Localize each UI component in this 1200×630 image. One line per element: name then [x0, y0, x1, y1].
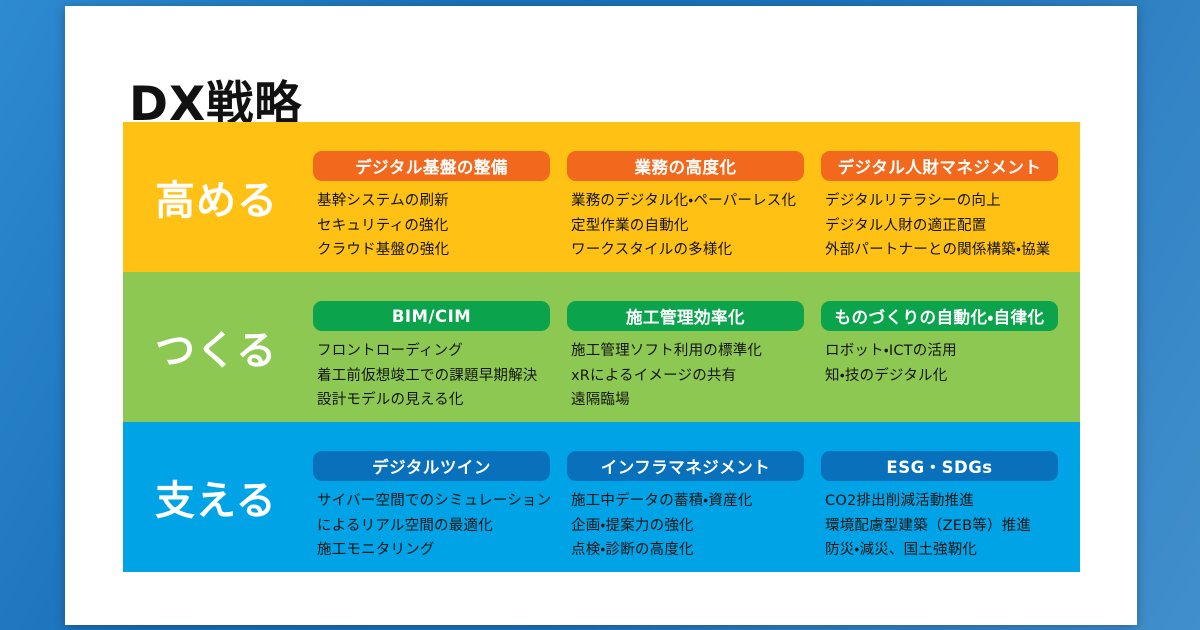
row-groups: デジタルツイン サイバー空間でのシミュレーションによるリアル空間の最適化施工モニ… [313, 422, 1080, 572]
group-badge: 業務の高度化 [567, 151, 804, 181]
strategy-group: ものづくりの自動化・自律化 ロボット・ICTの活用知・技のデジタル化 [821, 301, 1058, 422]
strategy-row: 支える デジタルツイン サイバー空間でのシミュレーションによるリアル空間の最適化… [123, 422, 1080, 572]
group-items: 業務のデジタル化・ペーパーレス化定型作業の自動化ワークスタイルの多様化 [567, 189, 804, 263]
strategy-group: デジタル基盤の整備 基幹システムの刷新セキュリティの強化クラウド基盤の強化 [313, 151, 550, 272]
group-badge: インフラマネジメント [567, 451, 804, 481]
group-badge: デジタル人財マネジメント [821, 151, 1058, 181]
group-items: CO2排出削減活動推進環境配慮型建築（ZEB等）推進防災・減災、国土強靭化 [821, 489, 1058, 563]
strategy-group: ESG・SDGs CO2排出削減活動推進環境配慮型建築（ZEB等）推進防災・減災… [821, 451, 1058, 572]
group-item: 設計モデルの見える化 [317, 392, 464, 409]
group-item: 外部パートナーとの関係構築・協業 [825, 242, 1051, 259]
group-item: フロントローディング [317, 343, 463, 359]
group-item: 遠隔臨場 [571, 392, 630, 409]
page-title: DX戦略 [129, 77, 303, 133]
group-items: ロボット・ICTの活用知・技のデジタル化 [821, 339, 1058, 388]
group-badge: ESG・SDGs [821, 451, 1058, 481]
group-item: 基幹システムの刷新 [317, 193, 449, 209]
row-label: 高める [155, 178, 278, 224]
group-badge: デジタル基盤の整備 [313, 151, 550, 181]
strategy-row: つくる BIM/CIM フロントローディング着工前仮想竣工での課題早期解決設計モ… [123, 272, 1080, 422]
row-label: つくる [155, 328, 278, 374]
group-item: クラウド基盤の強化 [317, 242, 450, 259]
row-label: 支える [155, 478, 277, 524]
group-item: ロボット・ICTの活用 [825, 343, 957, 359]
group-badge: デジタルツイン [313, 451, 550, 481]
group-badge: BIM/CIM [313, 301, 550, 331]
group-item: セキュリティの強化 [317, 217, 449, 234]
group-item: 着工前仮想竣工での課題早期解決 [317, 367, 538, 384]
strategy-group: 業務の高度化 業務のデジタル化・ペーパーレス化定型作業の自動化ワークスタイルの多… [567, 151, 804, 272]
group-item: 防災・減災、国土強靭化 [825, 542, 978, 559]
row-groups: デジタル基盤の整備 基幹システムの刷新セキュリティの強化クラウド基盤の強化 業務… [313, 122, 1080, 272]
group-badge: 施工管理効率化 [567, 301, 804, 331]
group-item: 施工モニタリング [317, 542, 435, 559]
slide-card: DX戦略 高める デジタル基盤の整備 基幹システムの刷新セキュリティの強化クラウ… [65, 6, 1137, 625]
group-item: デジタル人財の適正配置 [825, 217, 987, 234]
strategy-group: デジタル人財マネジメント デジタルリテラシーの向上デジタル人財の適正配置外部パー… [821, 151, 1058, 272]
group-item: 企画・提案力の強化 [571, 517, 694, 534]
group-item: によるリアル空間の最適化 [317, 517, 493, 534]
group-item: xRによるイメージの共有 [571, 367, 737, 384]
strategy-board: 高める デジタル基盤の整備 基幹システムの刷新セキュリティの強化クラウド基盤の強… [123, 122, 1080, 572]
group-badge: ものづくりの自動化・自律化 [821, 301, 1058, 331]
group-item: 知・技のデジタル化 [825, 367, 948, 384]
group-item: 施工管理ソフト利用の標準化 [571, 343, 763, 359]
group-item: 点検・診断の高度化 [571, 542, 694, 559]
group-item: 環境配慮型建築（ZEB等）推進 [825, 517, 1032, 534]
row-groups: BIM/CIM フロントローディング着工前仮想竣工での課題早期解決設計モデルの見… [313, 272, 1080, 422]
group-item: ワークスタイルの多様化 [571, 242, 733, 259]
group-items: 施工中データの蓄積・資産化企画・提案力の強化点検・診断の高度化 [567, 489, 804, 563]
strategy-group: デジタルツイン サイバー空間でのシミュレーションによるリアル空間の最適化施工モニ… [313, 451, 552, 572]
group-item: 定型作業の自動化 [571, 217, 689, 234]
group-items: 施工管理ソフト利用の標準化 xRによるイメージの共有遠隔臨場 [567, 339, 804, 413]
strategy-row: 高める デジタル基盤の整備 基幹システムの刷新セキュリティの強化クラウド基盤の強… [123, 122, 1080, 272]
strategy-group: 施工管理効率化 施工管理ソフト利用の標準化 xRによるイメージの共有遠隔臨場 [567, 301, 804, 422]
group-item: サイバー空間でのシミュレーション [317, 493, 552, 509]
group-items: デジタルリテラシーの向上デジタル人財の適正配置外部パートナーとの関係構築・協業 [821, 189, 1058, 263]
group-items: 基幹システムの刷新セキュリティの強化クラウド基盤の強化 [313, 189, 550, 263]
group-items: サイバー空間でのシミュレーションによるリアル空間の最適化施工モニタリング [313, 489, 552, 563]
strategy-group: BIM/CIM フロントローディング着工前仮想竣工での課題早期解決設計モデルの見… [313, 301, 550, 422]
group-item: 業務のデジタル化・ペーパーレス化 [571, 193, 797, 209]
group-items: フロントローディング着工前仮想竣工での課題早期解決設計モデルの見える化 [313, 339, 550, 413]
group-item: 施工中データの蓄積・資産化 [571, 493, 753, 509]
strategy-group: インフラマネジメント 施工中データの蓄積・資産化企画・提案力の強化点検・診断の高… [567, 451, 804, 572]
group-item: CO2排出削減活動推進 [825, 493, 974, 509]
group-item: デジタルリテラシーの向上 [825, 193, 1001, 209]
